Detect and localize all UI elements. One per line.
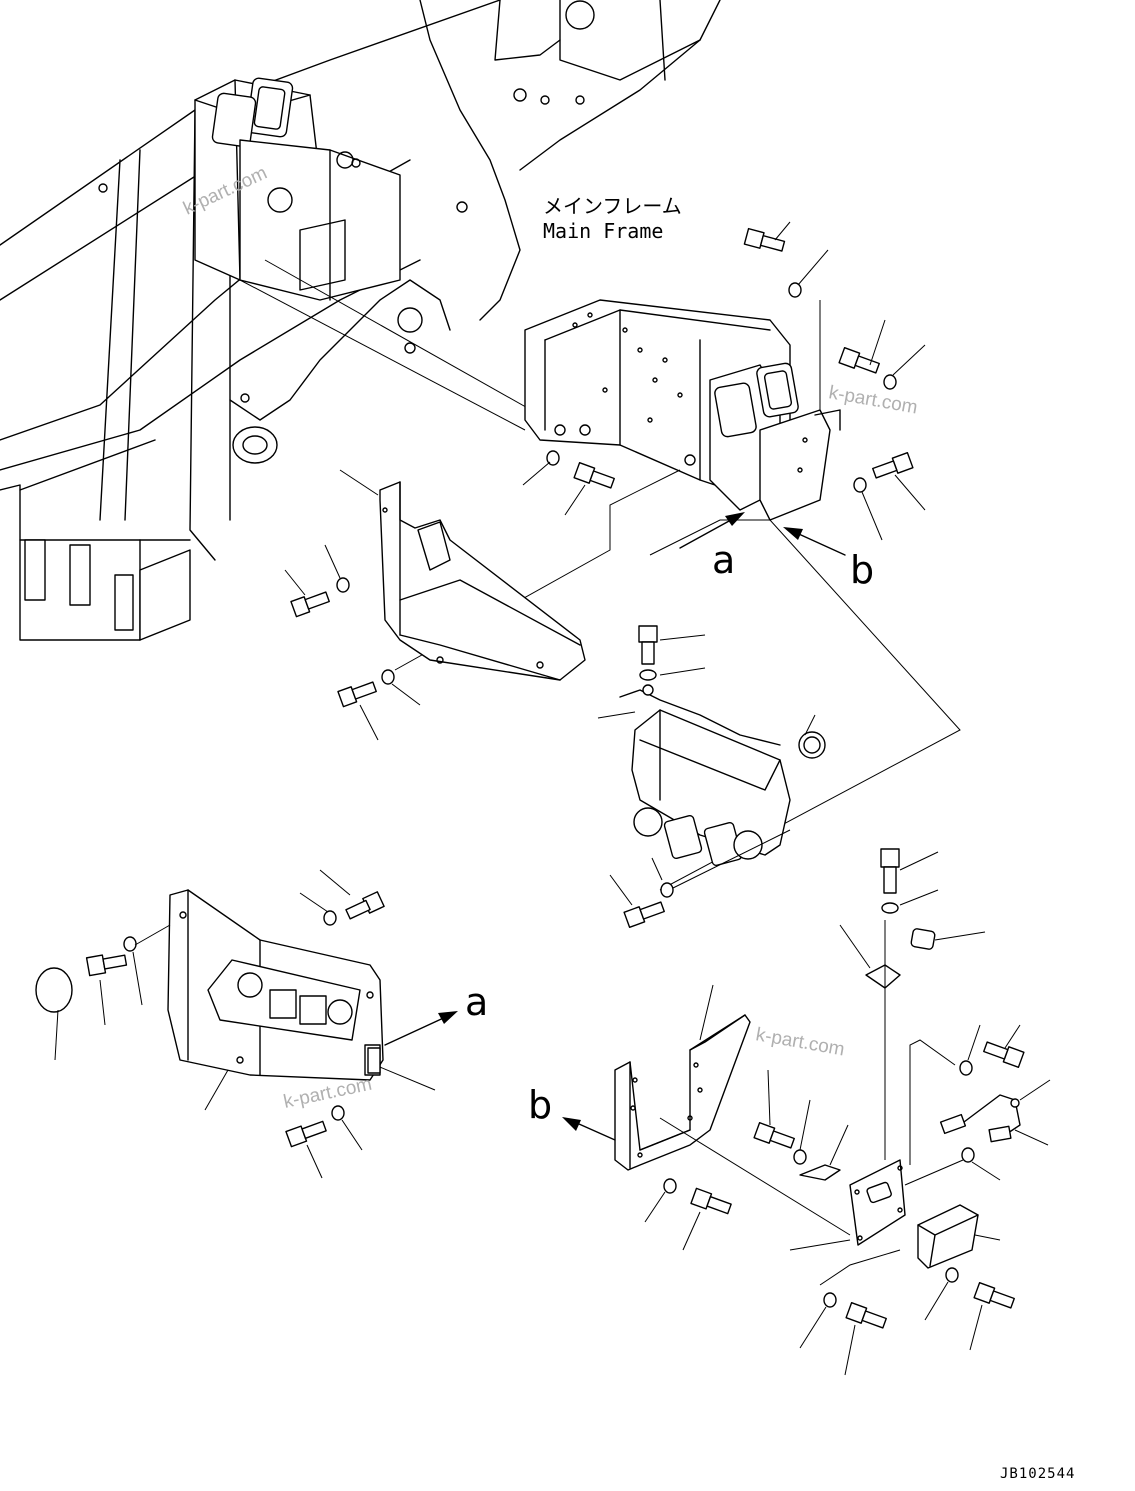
bolt-icon [638, 625, 658, 665]
bolt-icon [872, 451, 914, 479]
bolt-icon [983, 1041, 1025, 1069]
left-bracket [339, 469, 586, 681]
washer-icon [945, 1267, 959, 1283]
main-frame-assembly [0, 0, 721, 641]
lower-bracket [614, 1014, 751, 1171]
drawing-number: JB102544 [1000, 1466, 1075, 1482]
washer-icon [331, 1105, 345, 1121]
washer-icon [961, 1147, 975, 1163]
view-arrow-b-top [783, 527, 846, 556]
washer-icon [959, 1060, 973, 1076]
bolt-icon [743, 227, 786, 252]
washer-icon [336, 577, 350, 593]
view-letter-a-top: a [712, 538, 735, 582]
lamp-assembly [619, 684, 826, 867]
washer-icon [546, 450, 560, 466]
washer-icon [323, 910, 337, 926]
cover-plate [167, 889, 384, 1081]
washer-icon [881, 902, 899, 914]
view-arrow-a-left [384, 1011, 458, 1046]
bolt-icon [337, 681, 377, 708]
upper-bracket-assembly [524, 299, 841, 521]
washer-icon [788, 282, 802, 298]
bolt-icon [623, 901, 665, 929]
watermark: k-part.com [754, 1024, 846, 1060]
washer-icon [639, 669, 657, 681]
bolt-icon [753, 1121, 795, 1149]
bolt-icon [345, 891, 385, 920]
cap-icon [35, 967, 73, 1013]
washer-icon [660, 882, 674, 898]
main-frame-label-jp: メインフレーム [543, 194, 682, 218]
washer-icon [123, 936, 137, 952]
washer-icon [381, 669, 395, 685]
bolt-icon [85, 954, 128, 977]
bolt-icon [290, 591, 330, 618]
bolt-icon [573, 461, 615, 489]
bolt-icon [973, 1281, 1015, 1309]
bolt-icon [838, 346, 880, 374]
view-letter-b-top: b [850, 548, 874, 592]
bolt-icon [690, 1187, 732, 1215]
washer-icon [793, 1149, 807, 1165]
bolt-icon [845, 1301, 887, 1329]
washer-icon [823, 1292, 837, 1308]
view-letter-a-left: a [465, 980, 488, 1024]
main-frame-label-en: Main Frame [543, 219, 663, 243]
washer-icon [853, 477, 867, 493]
view-arrow-b-bottom [562, 1117, 616, 1141]
upper-bolts [522, 221, 926, 541]
view-letter-b-bottom: b [528, 1083, 552, 1127]
bolt-icon [285, 1120, 327, 1148]
washer-icon [883, 374, 897, 390]
sensor-cable [939, 1094, 1021, 1143]
bolt-icon [880, 848, 900, 894]
watermark: k-part.com [282, 1074, 374, 1113]
washer-icon [663, 1178, 677, 1194]
watermark: k-part.com [827, 382, 919, 418]
